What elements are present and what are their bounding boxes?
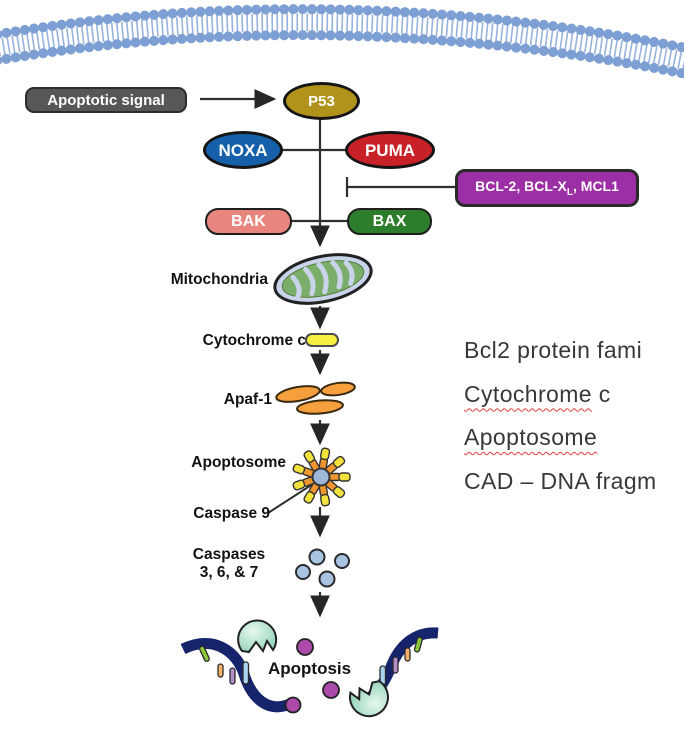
note-line-cad: CAD – DNA fragm xyxy=(464,467,657,494)
puma-label: PUMA xyxy=(364,140,416,160)
note-line-cytochrome: Cytochrome c xyxy=(464,380,611,407)
p53-node: P53 xyxy=(283,82,360,120)
caspase9-pointer-line xyxy=(267,481,317,514)
caspases-367-label: Caspases 3, 6, & 7 xyxy=(192,546,266,581)
notes-text-block[interactable]: Bcl2 protein fami Cytochrome c Apoptosom… xyxy=(464,329,684,503)
bak-node: BAK xyxy=(205,208,292,235)
bak-label: BAK xyxy=(231,212,266,230)
caspase-circles-icon xyxy=(295,548,350,588)
pathway-connectors xyxy=(200,89,455,618)
nuclear-fragment-icon xyxy=(237,619,278,654)
mitochondria-label: Mitochondria xyxy=(170,271,268,288)
apoptosome-label: Apoptosome xyxy=(191,454,286,471)
noxa-node: NOXA xyxy=(203,131,283,169)
apoptotic-body-dot-icon xyxy=(284,638,340,714)
cytochrome-pill-icon xyxy=(305,333,339,347)
note-line-apoptosome: Apoptosome xyxy=(464,424,598,450)
noxa-label: NOXA xyxy=(218,140,268,160)
cytochrome-c-label: Cytochrome c xyxy=(202,332,306,349)
apoptotic-signal-box: Apoptotic signal xyxy=(25,87,187,113)
puma-node: PUMA xyxy=(345,131,435,169)
caspase9-label: Caspase 9 xyxy=(193,505,270,522)
cell-membrane-icon xyxy=(0,4,684,79)
apoptotic-signal-label: Apoptotic signal xyxy=(47,91,165,109)
bcl-family-box: BCL-2, BCL-XL, MCL1 xyxy=(455,169,639,207)
apoptosis-label: Apoptosis xyxy=(268,659,352,678)
apoptosome-star-icon xyxy=(292,447,351,507)
bax-label: BAX xyxy=(372,212,407,230)
apaf1-label: Apaf-1 xyxy=(223,391,272,408)
nuclear-fragment-icon xyxy=(348,680,389,718)
bax-node: BAX xyxy=(347,208,432,235)
mitochondrion-icon xyxy=(273,253,373,305)
bcl-family-label: BCL-2, BCL-XL, MCL1 xyxy=(475,177,619,198)
note-line-bcl2: Bcl2 protein fami xyxy=(464,337,643,363)
apoptosis-scene xyxy=(180,619,439,718)
apaf1-blobs-icon xyxy=(275,381,356,415)
p53-label: P53 xyxy=(308,92,335,110)
